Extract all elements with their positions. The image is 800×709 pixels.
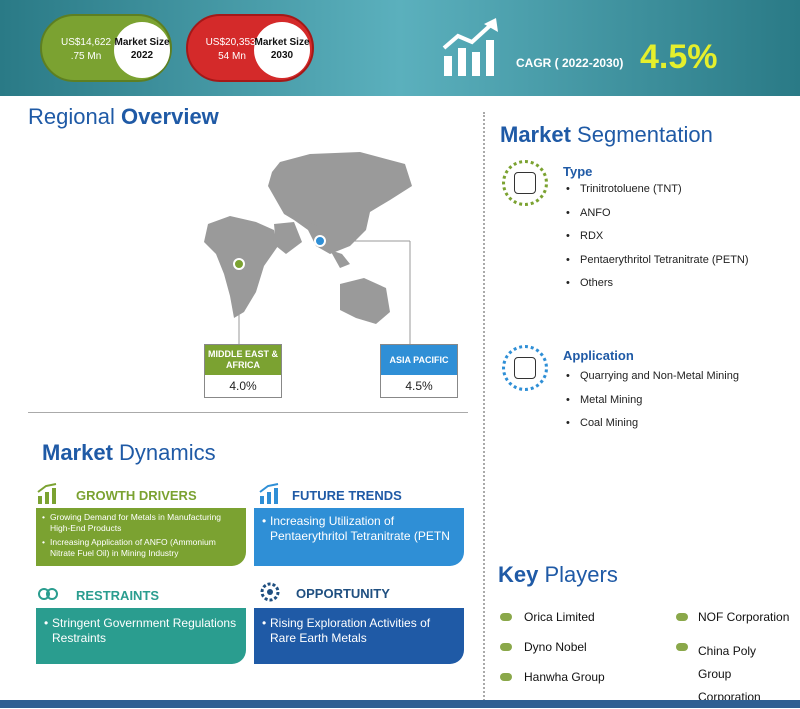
growth-chart-icon <box>442 18 498 76</box>
opportunity-text: Rising Exploration Activities of Rare Ea… <box>270 616 431 645</box>
future-trends-box: •Increasing Utilization of Pentaerythrit… <box>254 508 464 566</box>
region-value-mea: 4.0% <box>229 379 257 393</box>
list-item: Pentaerythritol Tetranitrate (PETN) <box>566 254 749 278</box>
key-player-item: NOF Corporation <box>698 610 790 624</box>
key-players-title-part: Players <box>544 562 618 587</box>
type-label: Type <box>563 164 593 179</box>
cagr-value: 4.5% <box>640 38 718 76</box>
market-dynamics-title: Market Dynamics <box>42 440 216 466</box>
growth-driver-text: Increasing Application of ANFO (Ammonium… <box>50 537 216 558</box>
application-label: Application <box>563 348 634 363</box>
mea-marker <box>233 258 245 270</box>
connector-lines <box>238 240 411 344</box>
restraints-icon <box>38 588 58 600</box>
type-document-icon <box>502 160 548 206</box>
restraints-label: RESTRAINTS <box>76 588 160 603</box>
regional-title-bold: Overview <box>120 104 219 129</box>
region-value-apac: 4.5% <box>405 379 433 393</box>
list-item: Others <box>566 277 749 301</box>
bullet-dot <box>676 643 688 651</box>
dynamics-title-bold: Market <box>42 440 120 465</box>
bullet-dot <box>500 643 512 651</box>
market-size-2030-pill: US$20,353. 54 Mn Market Size 2030 <box>186 14 314 82</box>
key-players-title: Key Players <box>498 562 618 588</box>
list-item: •Rising Exploration Activities of Rare E… <box>262 616 431 645</box>
list-item: •Growing Demand for Metals in Manufactur… <box>42 512 222 533</box>
application-list: Quarrying and Non-Metal Mining Metal Min… <box>566 370 739 441</box>
market-size-2022-label: Market Size 2022 <box>114 22 170 78</box>
list-item: Trinitrotoluene (TNT) <box>566 183 749 207</box>
future-trend-text: Increasing Utilization of Pentaerythrito… <box>270 514 450 543</box>
market-size-2022-value: US$14,622 .75 Mn <box>60 37 112 62</box>
list-item: RDX <box>566 230 749 254</box>
market-segmentation-title: Market Segmentation <box>500 122 713 148</box>
growth-drivers-label: GROWTH DRIVERS <box>76 488 197 503</box>
dynamics-title-part: Dynamics <box>119 440 216 465</box>
key-player-item: Dyno Nobel <box>524 640 587 654</box>
list-item: •Increasing Utilization of Pentaerythrit… <box>262 514 450 543</box>
opportunity-gear-icon <box>260 582 280 602</box>
growth-drivers-box: •Growing Demand for Metals in Manufactur… <box>36 508 246 566</box>
apac-marker <box>314 235 326 247</box>
future-trends-label: FUTURE TRENDS <box>292 488 402 503</box>
regional-overview-title: Regional Overview <box>28 104 219 130</box>
list-item: Quarrying and Non-Metal Mining <box>566 370 739 394</box>
growth-drivers-icon <box>37 483 57 504</box>
key-player-item: Hanwha Group <box>524 670 605 684</box>
list-item: Metal Mining <box>566 394 739 418</box>
application-document-icon <box>502 345 548 391</box>
regional-title-part: Regional <box>28 104 121 129</box>
header-banner: US$14,622 .75 Mn Market Size 2022 US$20,… <box>0 0 800 96</box>
list-item: •Increasing Application of ANFO (Ammoniu… <box>42 537 216 558</box>
future-trends-icon <box>259 483 279 504</box>
market-size-2022-pill: US$14,622 .75 Mn Market Size 2022 <box>40 14 172 82</box>
list-item: ANFO <box>566 207 749 231</box>
column-divider <box>483 112 485 704</box>
section-divider <box>28 412 468 413</box>
market-size-2030-value: US$20,353. 54 Mn <box>205 37 259 62</box>
market-size-2030-label: Market Size 2030 <box>254 22 310 78</box>
growth-driver-text: Growing Demand for Metals in Manufacturi… <box>50 512 222 533</box>
region-box-mea: MIDDLE EAST & AFRICA 4.0% <box>204 344 282 398</box>
restraints-box: •Stringent Government Regulations Restra… <box>36 608 246 664</box>
bullet-dot <box>500 673 512 681</box>
segmentation-title-bold: Market <box>500 122 578 147</box>
list-item: Coal Mining <box>566 417 739 441</box>
bullet-dot <box>500 613 512 621</box>
opportunity-box: •Rising Exploration Activities of Rare E… <box>254 608 464 664</box>
bullet-dot <box>676 613 688 621</box>
key-player-item: Orica Limited <box>524 610 595 624</box>
key-players-title-bold: Key <box>498 562 545 587</box>
region-label-mea: MIDDLE EAST & AFRICA <box>205 345 281 375</box>
type-list: Trinitrotoluene (TNT) ANFO RDX Pentaeryt… <box>566 183 749 301</box>
footer-bar <box>0 700 800 708</box>
region-box-apac: ASIA PACIFIC 4.5% <box>380 344 458 398</box>
cagr-label: CAGR ( 2022-2030) <box>516 56 624 70</box>
list-item: •Stringent Government Regulations Restra… <box>44 616 237 645</box>
region-label-apac: ASIA PACIFIC <box>381 345 457 375</box>
opportunity-label: OPPORTUNITY <box>296 586 390 601</box>
key-player-item: China Poly Group Corporation <box>698 644 761 704</box>
segmentation-title-part: Segmentation <box>577 122 713 147</box>
restraint-text: Stringent Government Regulations Restrai… <box>52 616 237 645</box>
